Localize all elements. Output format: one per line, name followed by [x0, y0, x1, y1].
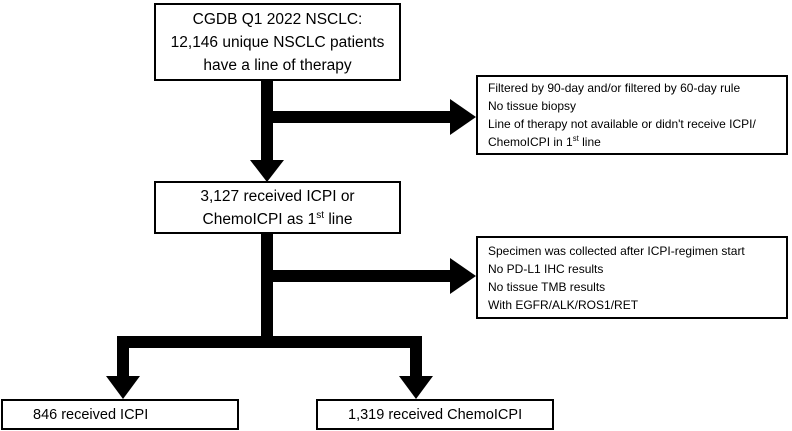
- connector-to-exclusion-2: [267, 270, 452, 282]
- exclusion-box-2: Specimen was collected after ICPI-regime…: [476, 236, 788, 319]
- exclusion-box-1: Filtered by 90-day and/or filtered by 60…: [476, 75, 788, 155]
- first-line-cohort-line-2: ChemoICPI as 1st line: [203, 208, 353, 231]
- exclusion-2-item-2: No PD-L1 IHC results: [488, 261, 604, 276]
- chemoicpi-outcome-box: 1,319 received ChemoICPI: [316, 399, 554, 430]
- connector-middle-to-split: [261, 233, 273, 348]
- exclusion-1-item-4-text: ChemoICPI in 1: [488, 135, 573, 149]
- first-line-cohort-line-2-text: ChemoICPI as 1: [202, 210, 317, 228]
- arrowhead-to-exclusion-1: [450, 99, 476, 135]
- exclusion-2-item-3: No tissue TMB results: [488, 279, 606, 294]
- first-line-cohort-line-2-tail: line: [324, 210, 353, 228]
- exclusion-1-item-2: No tissue biopsy: [488, 99, 577, 113]
- exclusion-1-item-4: ChemoICPI in 1st line: [488, 133, 601, 151]
- arrowhead-to-middle: [250, 160, 284, 182]
- exclusion-1-item-4-tail: line: [578, 135, 601, 149]
- cohort-start-line-2: 12,146 unique NSCLC patients: [170, 33, 385, 51]
- cohort-start-box: CGDB Q1 2022 NSCLC: 12,146 unique NSCLC …: [154, 3, 401, 81]
- exclusion-2-item-1: Specimen was collected after ICPI-regime…: [488, 243, 745, 258]
- cohort-start-line-3: have a line of therapy: [203, 56, 352, 74]
- arrowhead-to-icpi: [106, 376, 140, 399]
- exclusion-1-superscript: st: [572, 134, 579, 143]
- exclusion-1-item-1: Filtered by 90-day and/or filtered by 60…: [488, 81, 741, 95]
- exclusion-1-item-3: Line of therapy not available or didn't …: [488, 117, 756, 131]
- connector-to-icpi: [117, 336, 129, 380]
- split-bar: [117, 336, 422, 348]
- first-line-cohort-line-1: 3,127 received ICPI or: [200, 187, 355, 205]
- arrowhead-to-chemoicpi: [399, 376, 433, 399]
- first-line-cohort-box: 3,127 received ICPI or ChemoICPI as 1st …: [154, 181, 401, 234]
- chemoicpi-outcome-label: 1,319 received ChemoICPI: [348, 406, 523, 423]
- connector-to-chemoicpi: [410, 336, 422, 380]
- connector-to-exclusion-1: [267, 111, 452, 123]
- arrowhead-to-exclusion-2: [450, 258, 476, 294]
- icpi-outcome-box: 846 received ICPI: [1, 399, 239, 430]
- icpi-outcome-label: 846 received ICPI: [33, 406, 149, 423]
- exclusion-2-item-4: With EGFR/ALK/ROS1/RET: [488, 297, 639, 312]
- first-line-cohort-superscript: st: [316, 209, 325, 221]
- cohort-start-line-1: CGDB Q1 2022 NSCLC:: [192, 10, 363, 28]
